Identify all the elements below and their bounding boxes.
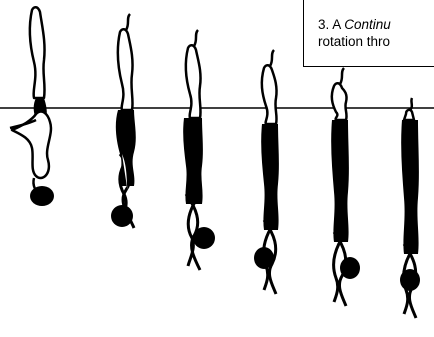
caption-emphasis: Continu (344, 17, 391, 32)
swimmer-figure-2 (111, 14, 136, 228)
swimmer-figure-5 (331, 68, 360, 306)
swimmer-figure-3 (183, 30, 215, 270)
caption-prefix: 3. A (318, 17, 344, 32)
caption-line-2: rotation thro (318, 34, 390, 49)
caption-box: 3. A Continu rotation thro (303, 0, 434, 67)
swimmer-figure-1 (10, 7, 54, 206)
swimmer-figure-6 (400, 98, 420, 318)
swimmer-figure-4 (254, 50, 279, 294)
